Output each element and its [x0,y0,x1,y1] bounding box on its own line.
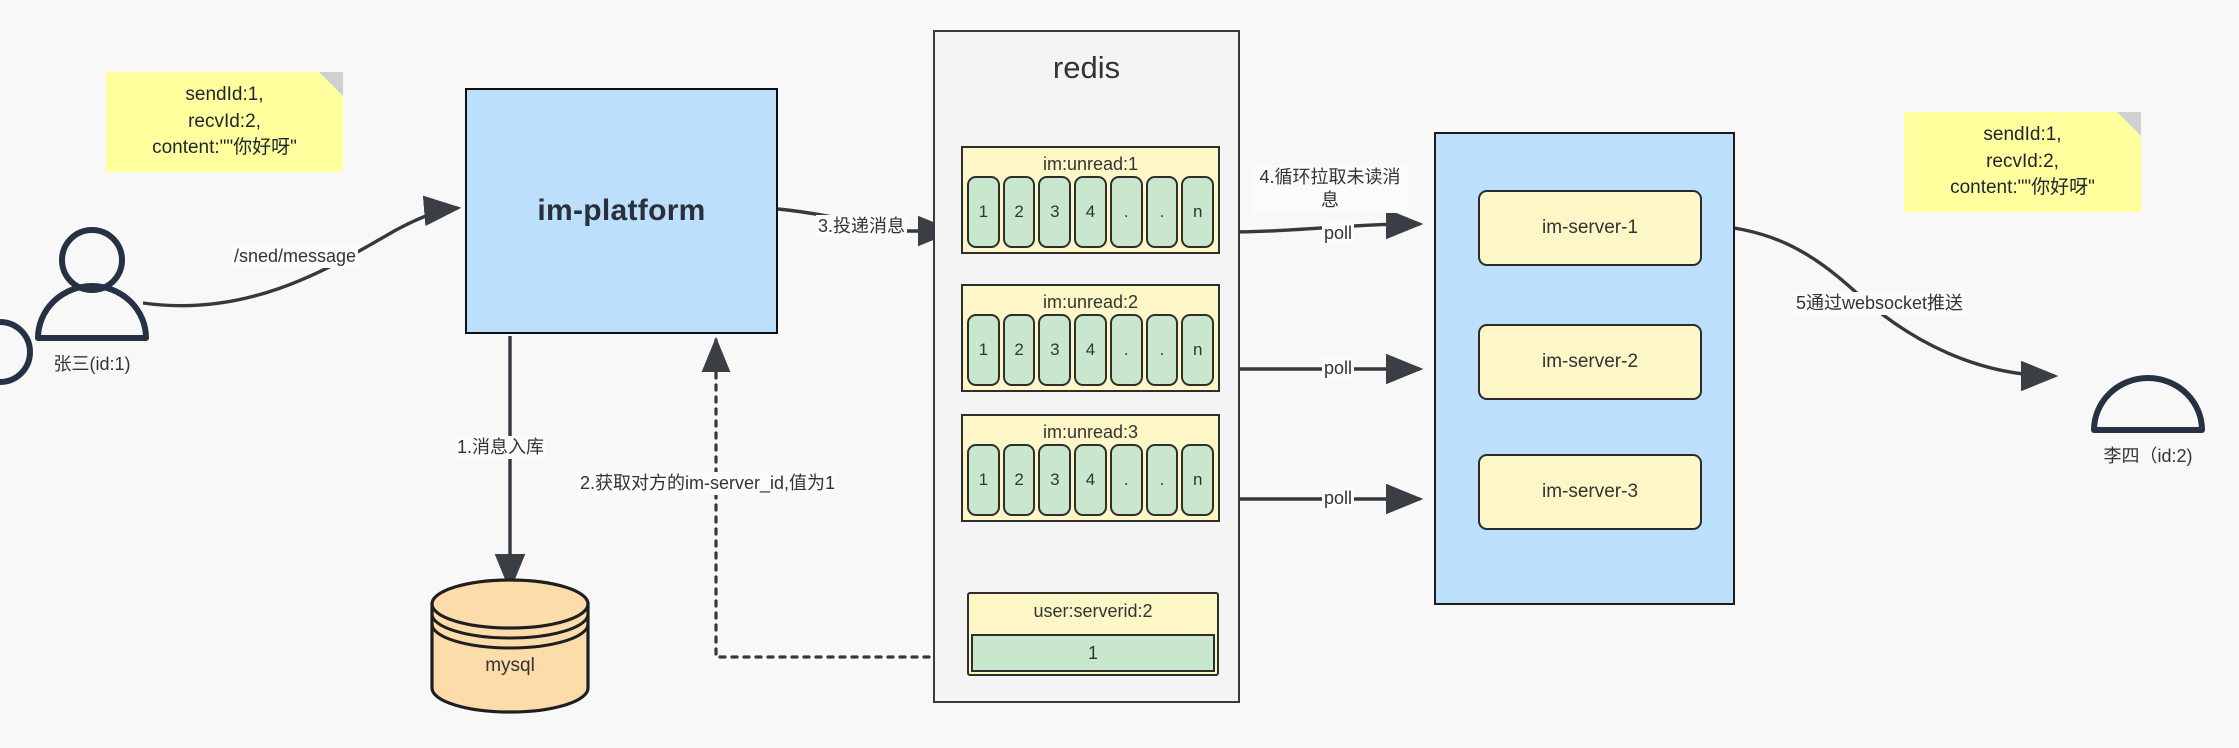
mysql-label: mysql [485,655,535,676]
redis-key-block-2[interactable]: im:unread:3 1 2 3 4 . . n [961,414,1220,522]
im-platform-label: im-platform [537,194,706,227]
im-server-cluster: im-server-1 im-server-2 im-server-3 [1434,132,1735,605]
edge-serverid-to-platform [701,336,967,659]
redis-cell: . [1145,176,1179,248]
note-fold-corner-icon [319,72,343,96]
redis-key-cells-1: 1 2 3 4 . . n [967,314,1215,386]
sender-actor-icon [35,227,149,341]
sticky-note-right-text: sendId:1, recvId:2, content:""你好呀" [1950,123,2095,199]
redis-key-cells-0: 1 2 3 4 . . n [967,176,1215,248]
im-server-3-label: im-server-3 [1541,481,1639,502]
redis-cell: . [1109,314,1143,386]
redis-cell: n [1181,176,1215,248]
redis-cell: 4 [1074,176,1107,248]
redis-cell: 2 [1002,444,1036,516]
im-server-1-label: im-server-1 [1541,217,1639,238]
redis-key-block-0[interactable]: im:unread:1 1 2 3 4 . . n [961,146,1220,254]
redis-cell: 4 [1074,314,1107,386]
redis-cell: n [1181,444,1215,516]
redis-title: redis [1052,50,1121,85]
sticky-note-left: sendId:1, recvId:2, content:""你好呀" [106,72,343,172]
edge-label-poll-2: poll [1322,357,1355,381]
redis-key-block-1[interactable]: im:unread:2 1 2 3 4 . . n [961,284,1220,392]
redis-key-cells-2: 1 2 3 4 . . n [967,444,1215,516]
redis-cell: . [1145,314,1179,386]
mysql-cylinder [430,578,590,714]
redis-key-label-1: im:unread:2 [1042,292,1139,312]
edge-label-step3: 3.投递消息 [816,215,908,239]
edge-label-step1: 1.消息入库 [455,436,547,460]
redis-cell: 1 [967,314,1000,386]
im-server-3-box[interactable]: im-server-3 [1478,454,1702,530]
redis-key-label-2: im:unread:3 [1042,422,1139,442]
redis-cell: 3 [1038,314,1072,386]
edge-unread1-to-server1 [1221,208,1424,240]
edge-label-step4: 4.循环拉取未读消 息 [1253,166,1407,213]
redis-serverid-block[interactable]: user:serverid:2 1 [967,592,1219,676]
im-server-2-box[interactable]: im-server-2 [1478,324,1702,400]
im-server-1-box[interactable]: im-server-1 [1478,190,1702,266]
sticky-note-right: sendId:1, recvId:2, content:""你好呀" [1904,112,2141,212]
redis-cell: n [1181,314,1215,386]
redis-cell: 1 [967,444,1000,516]
im-platform-box[interactable]: im-platform [465,88,778,334]
redis-cell: 2 [1002,314,1036,386]
redis-cell: 3 [1038,444,1072,516]
edge-label-poll-3: poll [1322,487,1355,511]
sender-actor-label: 张三(id:1) [53,354,131,374]
edge-sender-to-platform [142,195,462,308]
redis-cell: 2 [1002,176,1036,248]
edge-label-step2: 2.获取对方的im-server_id,值为1 [578,472,838,496]
edge-label-poll-1: poll [1322,222,1355,246]
redis-cell: 1 [967,176,1000,248]
receiver-actor-label: 李四（id:2) [2103,446,2193,466]
sticky-note-left-text: sendId:1, recvId:2, content:""你好呀" [152,83,297,159]
redis-cell: . [1145,444,1179,516]
redis-container: redis im:unread:1 1 2 3 4 . . n im:unrea… [933,30,1240,703]
note-fold-corner-icon [2117,112,2141,136]
redis-cell: 3 [1038,176,1072,248]
redis-serverid-value: 1 [971,634,1215,672]
redis-serverid-label: user:serverid:2 [1033,601,1153,621]
redis-key-label-0: im:unread:1 [1042,154,1139,174]
edge-label-step5: 5通过websocket推送 [1794,292,1966,316]
edge-label-send-message: /sned/message [232,245,359,269]
im-server-2-label: im-server-2 [1541,351,1639,372]
redis-cell: . [1109,176,1143,248]
redis-cell: 4 [1074,444,1107,516]
receiver-actor-icon [0,319,2205,433]
redis-cell: . [1109,444,1143,516]
